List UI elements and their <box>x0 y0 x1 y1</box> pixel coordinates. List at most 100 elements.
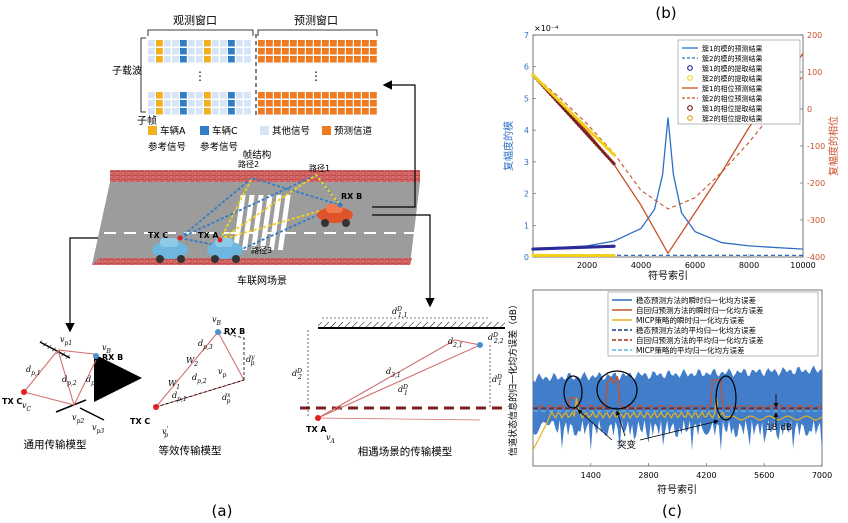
grid-cell-pred <box>274 108 281 115</box>
grid-cell-pred <box>282 92 289 99</box>
grid-cell-obs <box>236 56 243 63</box>
chart-b-legend-box <box>677 39 801 125</box>
grid-cell-pred <box>346 56 353 63</box>
grid-dots-obs: ⋮ <box>194 69 206 83</box>
grid-cell-pred <box>354 100 361 107</box>
grid-cell-pred <box>314 100 321 107</box>
obs-window-label: 观测窗口 <box>173 13 217 27</box>
grid-cell-pred <box>298 108 305 115</box>
chart-b-legend-item: 簇2的相位提取结果 <box>702 114 762 123</box>
grid-dots-pred: ⋮ <box>310 69 322 83</box>
grid-cell-obs <box>204 56 211 63</box>
chart-b-ytick: 6 <box>524 63 529 72</box>
grid-cell-obs <box>228 92 235 99</box>
equiv-dp3: dp,3 <box>198 339 213 351</box>
grid-cell-pred <box>322 40 329 47</box>
grid-cell-obs <box>148 56 155 63</box>
grid-cell-pred <box>362 48 369 55</box>
generic-vp3: vp3 <box>92 423 104 435</box>
grid-cell-obs <box>244 108 251 115</box>
grid-cell-obs <box>212 100 219 107</box>
grid-cell-pred <box>330 40 337 47</box>
grid-cell-pred <box>298 100 305 107</box>
grid-cell-obs <box>244 100 251 107</box>
grid-cell-pred <box>370 48 377 55</box>
grid-cell-obs <box>220 92 227 99</box>
path-yellow-2 <box>219 177 253 241</box>
crosswalk-stripe <box>277 195 291 250</box>
grid-cell-pred <box>290 40 297 47</box>
grid-cell-obs <box>204 40 211 47</box>
grid-cell-obs <box>148 108 155 115</box>
grid-cell-obs <box>172 48 179 55</box>
tx-c-label: TX C <box>148 231 168 240</box>
grid-cell-pred <box>354 92 361 99</box>
grid-cell-pred <box>362 92 369 99</box>
car-c <box>152 235 188 263</box>
chart-b-legend-swatch <box>687 115 693 121</box>
grid-cell-pred <box>314 56 321 63</box>
generic-tx: TX C <box>2 397 22 406</box>
chart-c-legend-item: 稳态预测方法的平均归一化均方误差 <box>636 325 756 335</box>
chart-b-legend-item: 簇1的模的预测结果 <box>702 44 762 53</box>
generic-rx: RX B <box>102 353 123 362</box>
chart-b-legend-item: 簇1的相位预测结果 <box>702 84 762 93</box>
grid-cell-pred <box>370 92 377 99</box>
equiv-vpp: v'p <box>162 426 169 439</box>
panel-label-a: (a) <box>212 502 233 520</box>
grid-cell-pred <box>362 108 369 115</box>
crosswalk-stripe <box>241 195 255 250</box>
grid-cell-pred <box>282 56 289 63</box>
generic-vp2: vp2 <box>72 413 84 425</box>
grid-cell-pred <box>346 40 353 47</box>
grid-cell-pred <box>314 108 321 115</box>
equiv-vp: vp <box>218 367 227 379</box>
subframe-label: 子帧 <box>137 114 157 127</box>
grid-cell-obs <box>236 48 243 55</box>
chart-b-legend-item: 簇1的模的提取结果 <box>702 64 762 73</box>
enc-d21: d2,1 <box>448 337 463 349</box>
legend-vehicle-a: 车辆A <box>160 125 186 137</box>
path-yellow-1 <box>219 173 341 241</box>
chart-b-y2tick: -100 <box>807 142 825 151</box>
grid-cell-pred <box>306 92 313 99</box>
chart-b-ylabel: 复幅度的模 <box>502 121 515 171</box>
equiv-dp2: dp,2 <box>192 373 207 385</box>
grid-cell-obs <box>228 108 235 115</box>
chart-b-series-1 <box>532 117 804 250</box>
generic-d2: dp,2 <box>62 375 77 387</box>
grid-cell-pred <box>306 100 313 107</box>
grid-cell-obs <box>244 56 251 63</box>
grid-cell-pred <box>314 48 321 55</box>
grid-cell-obs <box>180 40 187 47</box>
grid-cell-obs <box>204 92 211 99</box>
building-top <box>110 170 420 182</box>
grid-cell-pred <box>282 108 289 115</box>
legend-swatch-pred <box>322 126 331 135</box>
chart-b-ytick: 3 <box>524 158 529 167</box>
chart-c-annotation-18db: 18 dB <box>766 423 792 433</box>
chart-b-y2tick: -300 <box>807 216 825 225</box>
legend-swatch-vehicle-c <box>200 126 209 135</box>
grid-cell-obs <box>164 100 171 107</box>
grid-cell-pred <box>346 100 353 107</box>
chart-b-legend-item: 簇1的相位提取结果 <box>702 104 762 113</box>
chart-b-ytick: 5 <box>524 94 529 103</box>
grid-cell-pred <box>298 40 305 47</box>
grid-cell-obs <box>164 48 171 55</box>
grid-cell-pred <box>322 56 329 63</box>
grid-cells <box>148 40 377 115</box>
chart-c-highlight-circle <box>596 370 638 410</box>
grid-cell-obs <box>196 40 203 47</box>
legend-vehicle-c: 车辆C <box>212 125 238 137</box>
chart-c-legend-item: 自回归预测方法的平均归一化均方误差 <box>636 335 764 345</box>
equivalent-caption: 等效传输模型 <box>159 444 222 457</box>
grid-cell-obs <box>172 100 179 107</box>
grid-cell-obs <box>180 108 187 115</box>
grid-cell-obs <box>180 92 187 99</box>
encounter-caption: 相遇场景的传输模型 <box>358 445 453 458</box>
legend-vehicle-a-sub: 参考信号 <box>148 141 186 153</box>
